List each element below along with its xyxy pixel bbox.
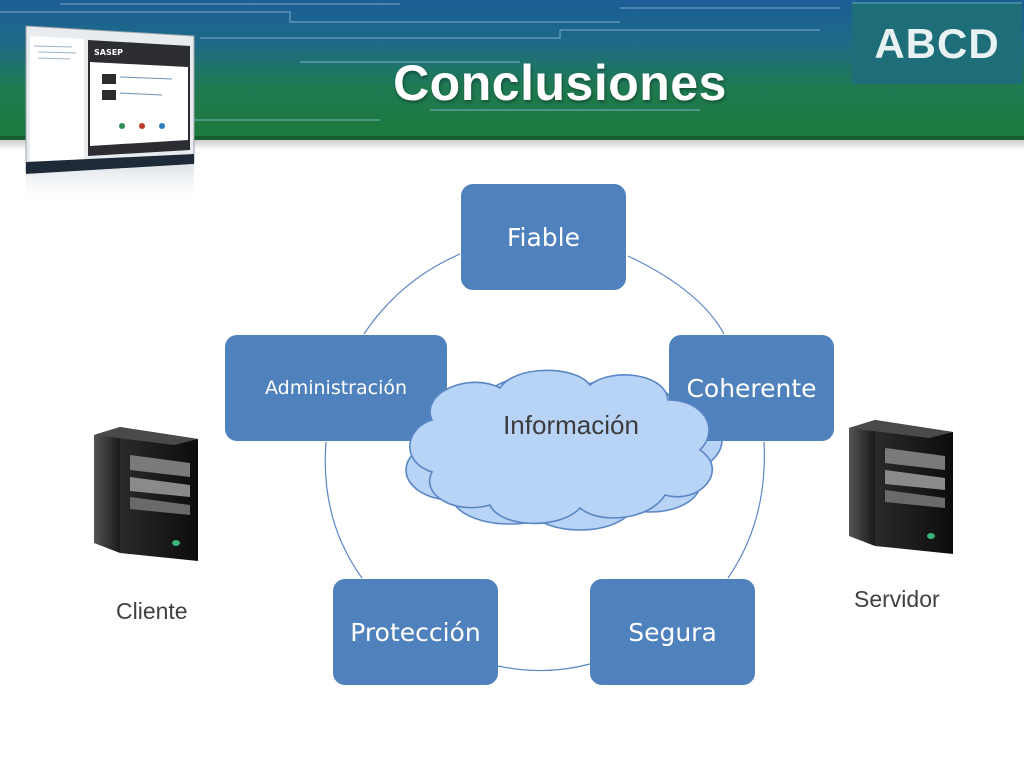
- slide-title: Conclusiones: [393, 55, 727, 111]
- connector-segura-proteccion: [497, 663, 591, 672]
- connector-fiable-coherente: [627, 255, 725, 335]
- cloud-label: Información: [503, 410, 639, 440]
- connector-administracion-fiable: [363, 253, 461, 335]
- node-segura-label: Segura: [628, 617, 717, 647]
- node-coherente: Coherente: [669, 335, 834, 441]
- node-fiable: Fiable: [461, 184, 626, 290]
- app-screenshot-thumbnail: SASEP: [25, 25, 195, 207]
- node-proteccion: Protección: [333, 579, 498, 685]
- node-coherente-label: Coherente: [686, 373, 817, 403]
- connector-proteccion-administracion: [324, 441, 363, 579]
- connector-coherente-segura: [727, 441, 765, 579]
- logo-text: ABCD: [874, 20, 1000, 67]
- node-administracion: Administración: [225, 335, 447, 441]
- client-computer-icon: [94, 427, 198, 561]
- circuit-decoration: [0, 3, 840, 121]
- node-segura: Segura: [590, 579, 755, 685]
- header-shadow: [0, 136, 1024, 150]
- client-label: Cliente: [116, 598, 188, 624]
- node-proteccion-label: Protección: [350, 617, 481, 647]
- node-fiable-label: Fiable: [506, 222, 581, 252]
- server-label: Servidor: [854, 586, 940, 612]
- logo: ABCD: [852, 2, 1022, 84]
- node-administracion-label: Administración: [264, 377, 408, 399]
- server-computer-icon: [849, 420, 953, 554]
- thumbnail-app-title: SASEP: [94, 48, 123, 57]
